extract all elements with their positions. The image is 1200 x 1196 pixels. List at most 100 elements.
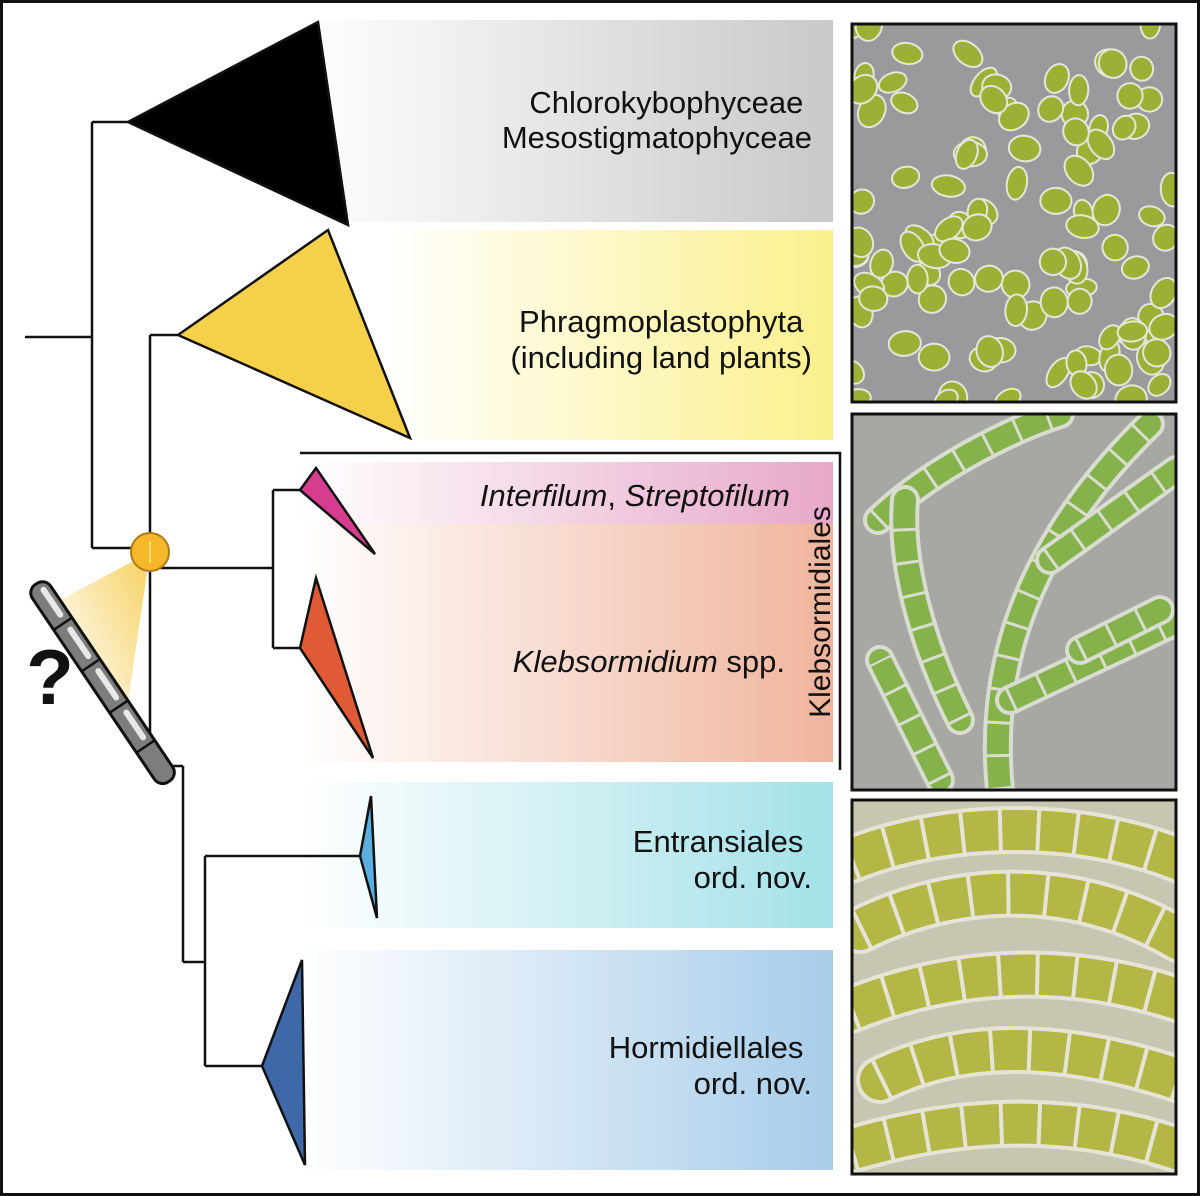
algal-cell bbox=[858, 285, 889, 312]
algal-cell bbox=[1086, 128, 1116, 161]
triangle-phragmo bbox=[175, 228, 413, 441]
filament-icon bbox=[29, 580, 176, 786]
label-chloro-line2: Mesostigmatophyceae bbox=[502, 120, 812, 155]
algal-cell bbox=[1065, 214, 1100, 240]
label-interfilum-part2: , bbox=[607, 478, 624, 513]
band-interfilum bbox=[300, 462, 833, 524]
algal-cell bbox=[1000, 269, 1031, 300]
algal-cell bbox=[1004, 293, 1029, 327]
algal-cell bbox=[1043, 63, 1070, 94]
triangle-chloro bbox=[125, 20, 350, 228]
algal-cell bbox=[852, 188, 876, 215]
algal-cell bbox=[906, 263, 929, 295]
photo-chains-layer bbox=[852, 806, 1176, 1174]
algal-cell bbox=[1159, 171, 1176, 208]
label-interfilum-part3: Streptofilum bbox=[625, 478, 790, 513]
photo-filaments-layer bbox=[863, 414, 1176, 790]
label-entransiales: Entransiales ord. nov. bbox=[633, 824, 812, 895]
triangle-entransiales bbox=[358, 795, 379, 919]
klebsormidiales-bracket bbox=[300, 451, 842, 770]
algal-cell bbox=[1120, 255, 1150, 280]
algal-cell bbox=[993, 387, 1022, 402]
label-chloro: Chlorokybophyceae Mesostigmatophyceae bbox=[502, 85, 812, 155]
chain-cells bbox=[852, 873, 1176, 960]
filament-cells bbox=[1069, 599, 1171, 661]
filament-cells bbox=[1039, 459, 1176, 571]
photo-cells-layer bbox=[852, 24, 1176, 402]
algal-cell bbox=[852, 73, 879, 105]
label-phragmo: Phragmoplastophyta (including land plant… bbox=[510, 304, 812, 375]
label-hormidiellales-line2: ord. nov. bbox=[694, 1066, 812, 1101]
algal-cell bbox=[1007, 134, 1042, 163]
bracket-label: Klebsormidiales bbox=[804, 506, 837, 718]
algal-cell bbox=[1069, 370, 1098, 400]
algal-cell bbox=[917, 342, 951, 372]
algal-cell bbox=[1114, 384, 1148, 402]
algal-cell bbox=[1062, 117, 1090, 147]
band-phragmo bbox=[380, 230, 833, 440]
algal-cell bbox=[869, 248, 894, 279]
algal-cell bbox=[954, 138, 979, 170]
triangle-interfilum bbox=[298, 465, 377, 555]
band-klebsormidium bbox=[300, 524, 833, 762]
algal-cell bbox=[890, 91, 919, 115]
label-phragmo-line2: (including land plants) bbox=[510, 340, 812, 375]
algal-cell bbox=[1138, 205, 1166, 228]
clade-bands bbox=[300, 20, 833, 1170]
label-entransiales-line2: ord. nov. bbox=[694, 860, 812, 895]
algal-cell bbox=[1098, 324, 1122, 351]
algal-cell bbox=[1142, 338, 1172, 368]
photo-chains-frame bbox=[850, 798, 1178, 1176]
label-phragmo-line1: Phragmoplastophyta bbox=[519, 304, 804, 339]
micrograph-panels bbox=[850, 22, 1178, 1176]
band-hormidiellales bbox=[300, 950, 833, 1170]
label-hormidiellales-line1: Hormidiellales bbox=[609, 1030, 804, 1065]
question-mark: ? bbox=[26, 633, 74, 721]
filament-cells bbox=[999, 609, 1176, 711]
algal-cell bbox=[975, 335, 1004, 368]
chain-cells bbox=[852, 810, 1176, 880]
algal-cell bbox=[938, 237, 971, 264]
algal-cell bbox=[933, 388, 959, 402]
clade-triangles bbox=[125, 20, 413, 1166]
algal-cell bbox=[961, 213, 993, 242]
algal-cell bbox=[1149, 276, 1176, 310]
ancestor-beam bbox=[38, 552, 150, 702]
algal-cell bbox=[1068, 74, 1090, 107]
algal-cell bbox=[979, 84, 1009, 115]
algal-cell bbox=[952, 39, 984, 69]
algal-cell bbox=[1147, 373, 1172, 397]
label-klebsormidium: Klebsormidium spp. bbox=[513, 644, 785, 679]
algal-cell bbox=[1091, 193, 1121, 227]
label-interfilum: Interfilum, Streptofilum bbox=[480, 478, 790, 513]
algal-cell bbox=[930, 174, 966, 198]
algal-cell bbox=[887, 330, 922, 357]
label-klebsormidium-part1: Klebsormidium bbox=[513, 644, 718, 679]
algal-cell bbox=[1116, 320, 1149, 343]
algal-cell bbox=[1038, 247, 1068, 277]
algal-cell bbox=[1103, 353, 1134, 387]
triangle-klebsormidium bbox=[298, 573, 375, 759]
filament-septa bbox=[892, 499, 971, 726]
algal-cell bbox=[891, 41, 924, 66]
algal-cell bbox=[852, 388, 872, 402]
chain-cells bbox=[852, 954, 1176, 1030]
triangle-hormidiellales bbox=[260, 959, 307, 1166]
algal-cell bbox=[934, 215, 964, 243]
algal-cell bbox=[1063, 154, 1095, 187]
algal-cell bbox=[947, 267, 976, 297]
filament-septa bbox=[869, 654, 951, 786]
label-klebsormidium-part2: spp. bbox=[718, 644, 785, 679]
photo-cells-frame bbox=[850, 22, 1178, 404]
algal-cell bbox=[1097, 48, 1128, 79]
label-chloro-line1: Chlorokybophyceae bbox=[529, 85, 803, 120]
algal-cell bbox=[1129, 55, 1155, 82]
algal-cell bbox=[1148, 312, 1176, 341]
algal-cell bbox=[890, 165, 921, 189]
algal-cell bbox=[1101, 233, 1129, 262]
algal-cell bbox=[1005, 165, 1029, 201]
algal-cell bbox=[1116, 82, 1144, 110]
chain-cells bbox=[860, 1030, 1176, 1100]
algal-cell bbox=[877, 71, 908, 94]
